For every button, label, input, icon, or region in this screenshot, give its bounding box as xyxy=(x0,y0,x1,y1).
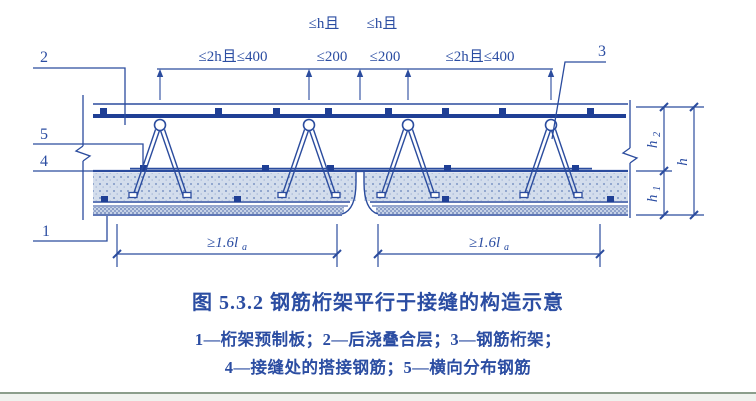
callout-1: 1 xyxy=(42,223,50,240)
callout-3: 3 xyxy=(598,43,606,60)
dim-200-right: ≤200 xyxy=(370,49,401,65)
dim-h: h xyxy=(675,158,691,166)
figure-legend-line2: 4—接缝处的搭接钢筋；5—横向分布钢筋 xyxy=(224,358,532,377)
callout-leaders xyxy=(33,61,606,242)
dim-lap-right: ≥1.6l a xyxy=(469,235,509,253)
slab-layer-lines xyxy=(93,103,628,216)
height-dimensions xyxy=(636,102,704,220)
dim-lap-left: ≥1.6l a xyxy=(207,235,247,253)
page-footer-area xyxy=(0,394,756,401)
rebar-dots xyxy=(100,108,614,202)
dim-h1: h 1 xyxy=(645,186,663,202)
slab-joint xyxy=(341,172,379,215)
dim-top-left-span: ≤2h且≤400 xyxy=(199,49,268,65)
dim-h2: h 2 xyxy=(645,132,663,148)
page-divider xyxy=(0,392,756,394)
dim-upper-left: ≤h且 xyxy=(309,16,340,32)
figure-legend-line1: 1—桁架预制板；2—后浇叠合层；3—钢筋桁架； xyxy=(194,330,562,349)
figure-caption: 图 5.3.2 钢筋桁架平行于接缝的构造示意 xyxy=(192,292,564,314)
dim-top-right-span: ≤2h且≤400 xyxy=(446,49,515,65)
dimension-arrowheads xyxy=(156,69,555,77)
callout-5: 5 xyxy=(40,126,48,143)
callout-4: 4 xyxy=(40,153,48,170)
dim-upper-right: ≤h且 xyxy=(367,16,398,32)
construction-diagram: ≤h且 ≤h且 ≤2h且≤400 ≤200 ≤200 ≤2h且≤400 ≥1.6… xyxy=(33,16,704,267)
precast-slab-fill xyxy=(93,173,628,214)
top-dimension-chain: ≤h且 ≤h且 ≤2h且≤400 ≤200 ≤200 ≤2h且≤400 xyxy=(156,16,555,100)
dim-200-left: ≤200 xyxy=(317,49,348,65)
callout-2: 2 xyxy=(40,49,48,66)
bottom-dimensions xyxy=(112,224,605,267)
